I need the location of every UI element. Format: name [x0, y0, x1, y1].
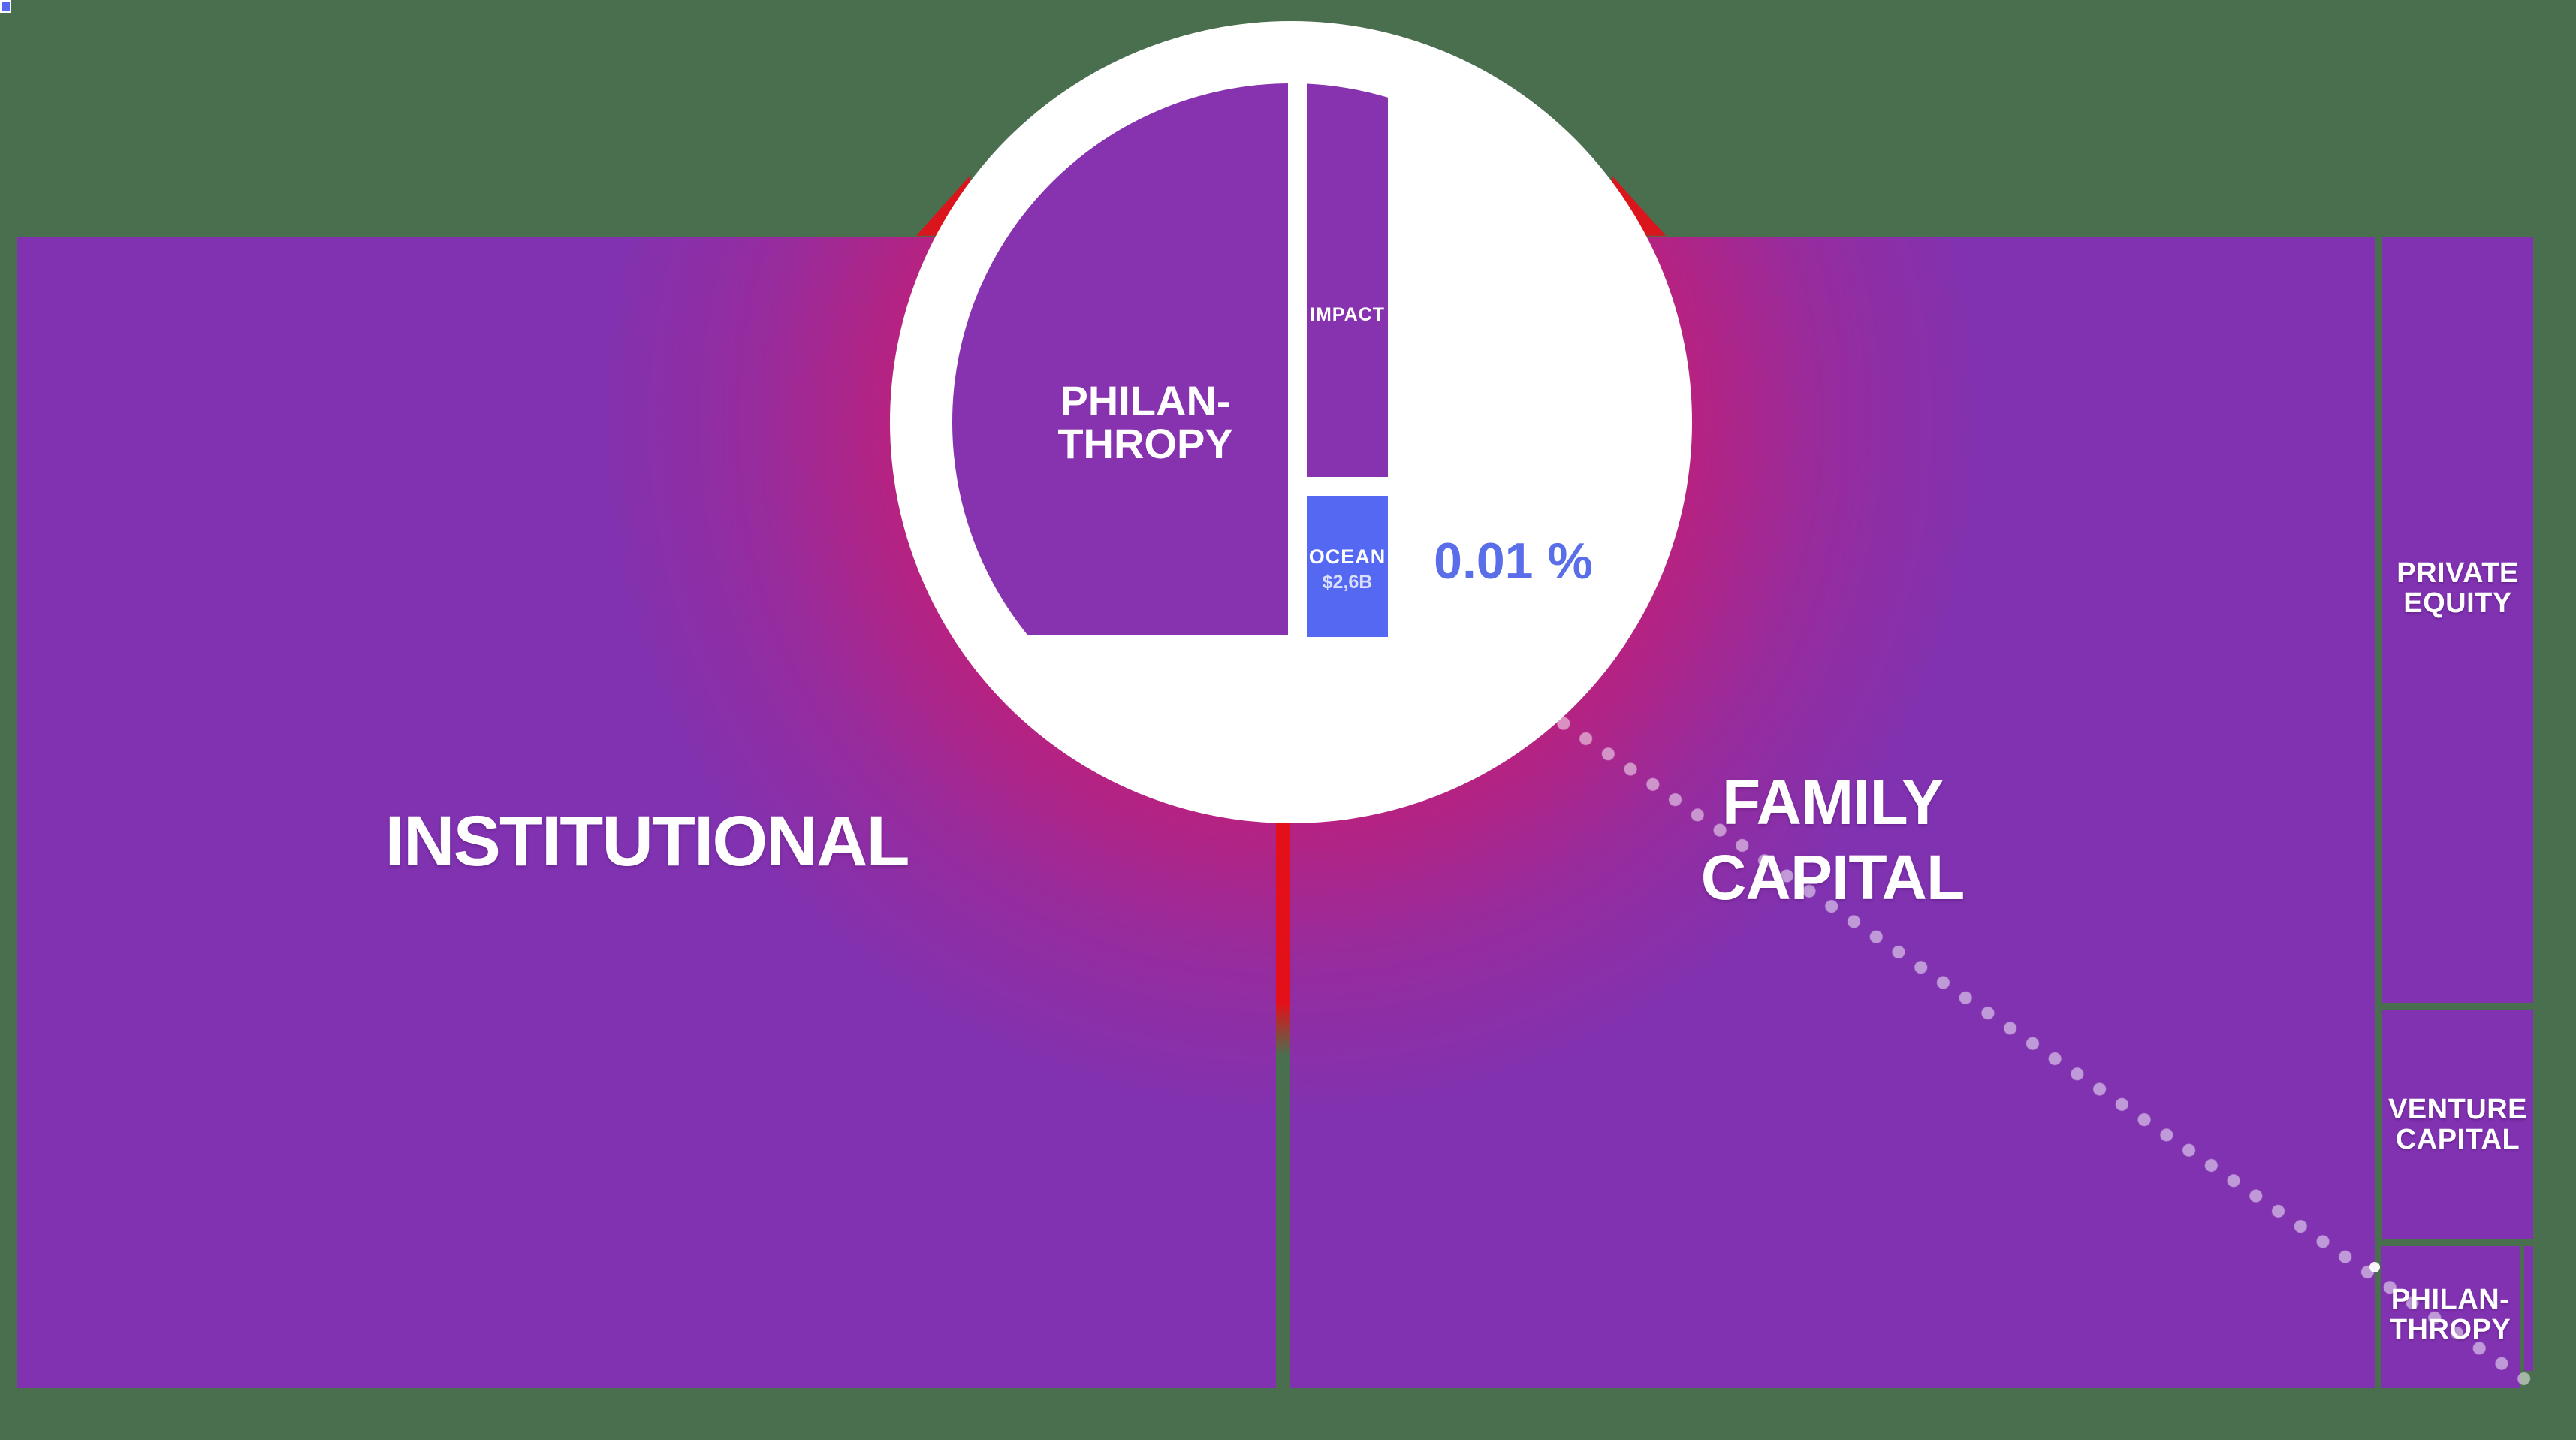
lens-content: PHILAN- THROPY IMPACT OCEAN $2,6B 0.01 %	[952, 83, 1630, 761]
family-capital-label-line1: FAMILY	[1721, 767, 1944, 838]
institutional-label: INSTITUTIONAL	[385, 802, 910, 881]
private-equity-line1: PRIVATE	[2397, 557, 2519, 589]
private-equity-label: PRIVATE EQUITY	[2382, 558, 2533, 618]
philanthropy-line2: THROPY	[2389, 1314, 2511, 1345]
family-capital-label: FAMILY CAPITAL	[1290, 765, 2375, 915]
family-capital-block: FAMILY CAPITAL	[1290, 237, 2375, 1388]
lens-philanthropy-line2: THROPY	[1057, 420, 1233, 467]
lens-impact-bar	[1307, 83, 1388, 477]
lens-impact-label: IMPACT	[1310, 304, 1385, 325]
philanthropy-label: PHILAN- THROPY	[2381, 1285, 2520, 1345]
lens-ocean-square	[1307, 496, 1388, 637]
venture-capital-line2: CAPITAL	[2395, 1124, 2520, 1155]
lens-philanthropy-line1: PHILAN-	[1060, 377, 1231, 424]
philanthropy-line1: PHILAN-	[2390, 1284, 2510, 1315]
lens-ocean-name: OCEAN	[1308, 545, 1386, 568]
private-equity-line2: EQUITY	[2403, 587, 2512, 619]
dotted-connector-end-dot	[2369, 1262, 2380, 1272]
private-equity-block: PRIVATE EQUITY	[2382, 237, 2533, 1003]
ocean-square-mini	[0, 0, 11, 13]
family-capital-label-line2: CAPITAL	[1700, 842, 1965, 913]
magnifier-lens: PHILAN- THROPY IMPACT OCEAN $2,6B 0.01 %	[890, 21, 1692, 823]
venture-capital-label: VENTURE CAPITAL	[2382, 1094, 2533, 1155]
lens-ocean-value: $2,6B	[1322, 572, 1373, 593]
red-divider-line	[1276, 816, 1290, 1056]
lens-percentage-value: 0.01 %	[1434, 533, 1593, 590]
venture-capital-line1: VENTURE	[2387, 1094, 2528, 1125]
lens-ocean-labels: OCEAN $2,6B	[1302, 544, 1392, 595]
philanthropy-block: PHILAN- THROPY	[2381, 1246, 2520, 1388]
impact-strip-mini	[2524, 1246, 2533, 1371]
venture-capital-block: VENTURE CAPITAL	[2382, 1010, 2533, 1239]
lens-philanthropy-label: PHILAN- THROPY	[1033, 379, 1258, 465]
lens-philanthropy-shape	[952, 83, 1288, 635]
